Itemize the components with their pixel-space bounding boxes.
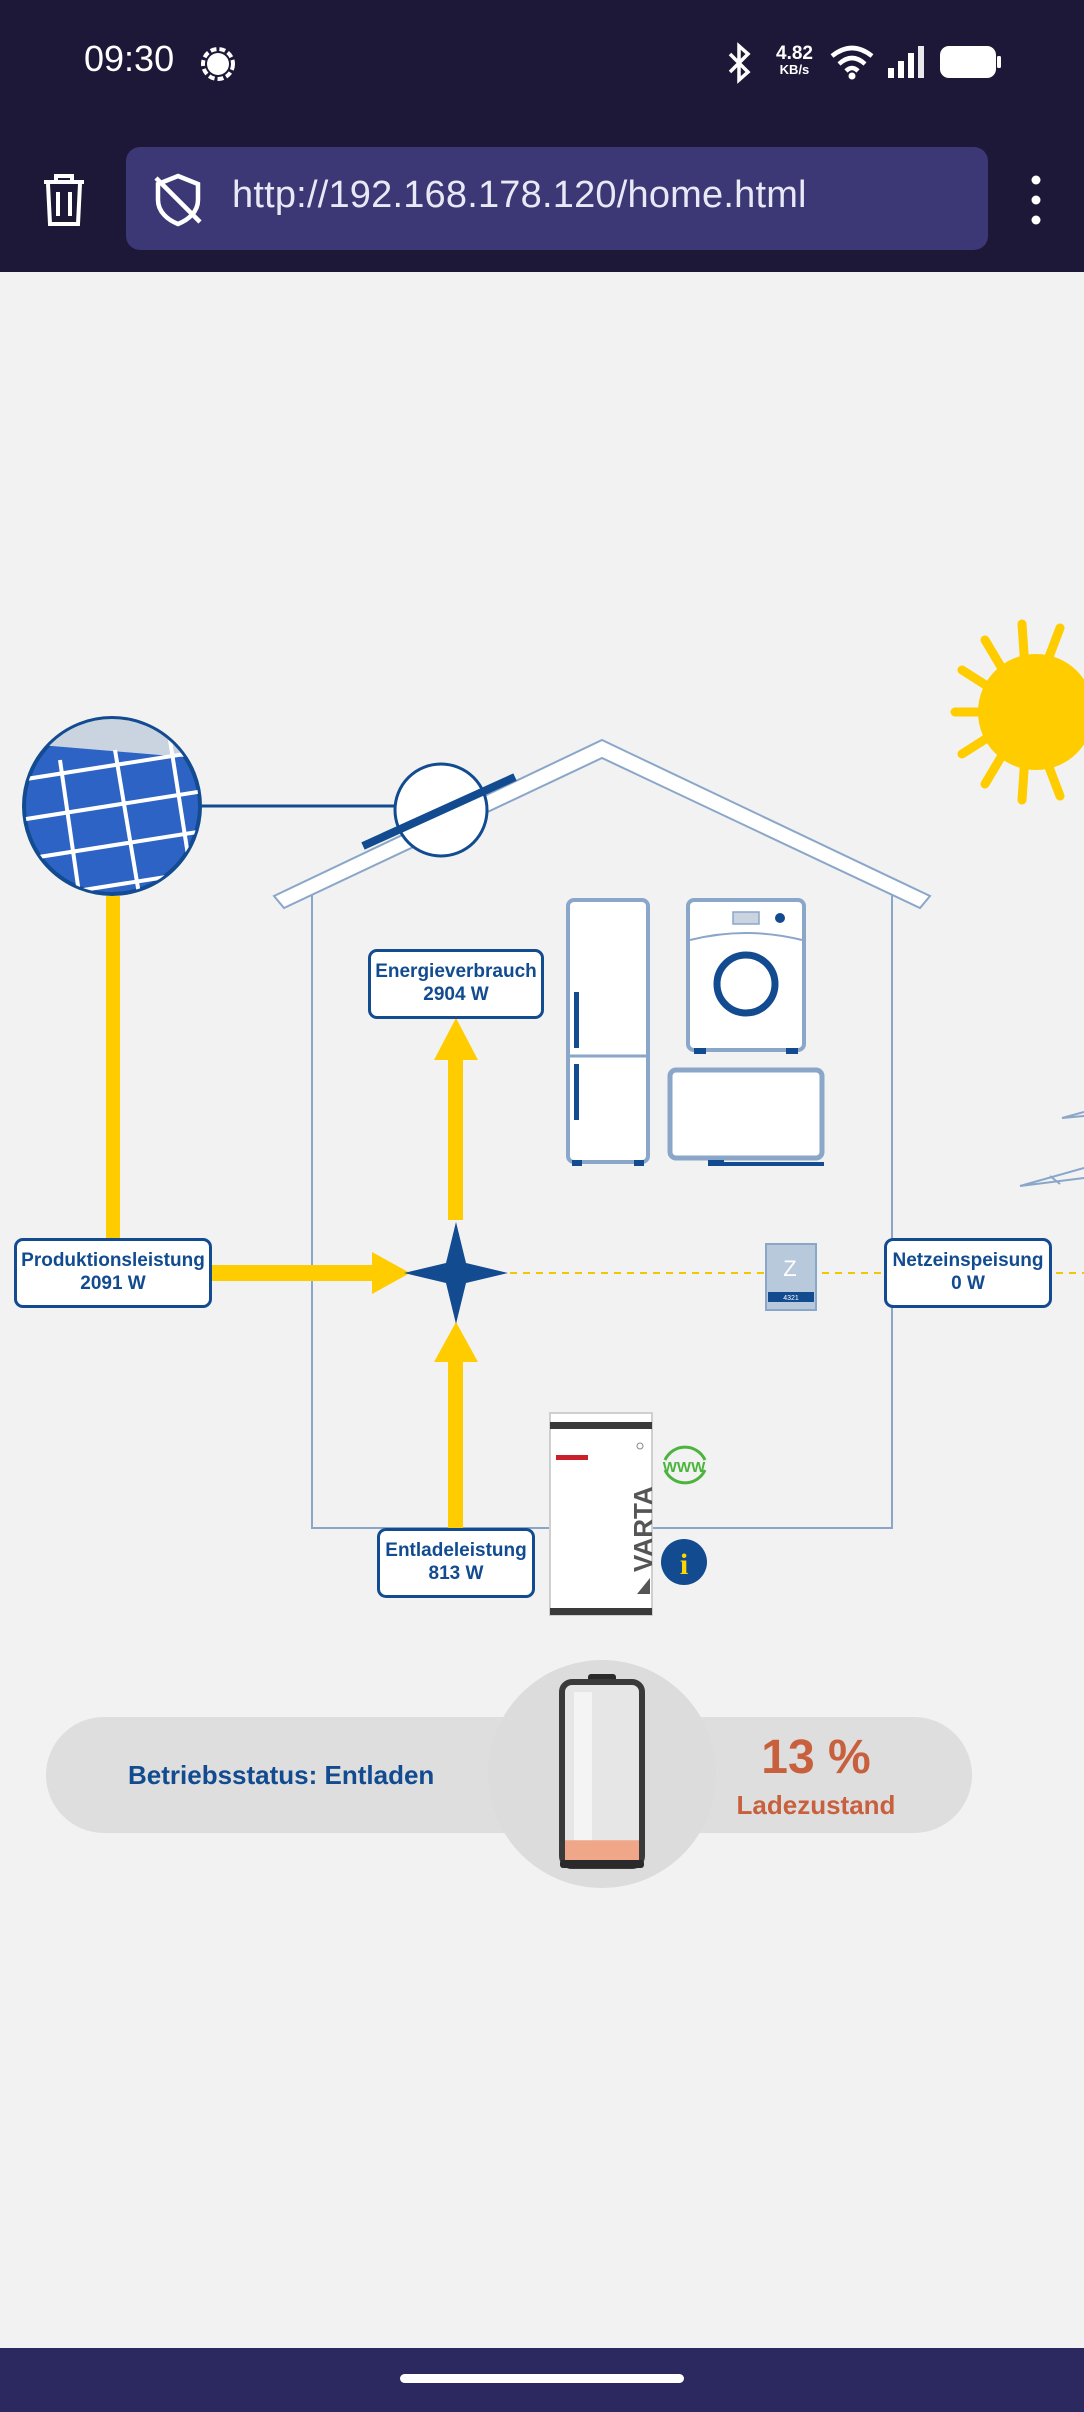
state-of-charge-value: 13 % [761, 1731, 871, 1784]
bluetooth-icon [728, 42, 751, 84]
operating-status: Betriebsstatus: Entladen [128, 1760, 435, 1790]
www-badge-text: WWW [663, 1459, 706, 1476]
info-badge[interactable]: i [661, 1539, 707, 1585]
network-speed-unit: KB/s [779, 62, 810, 77]
network-speed: 4.82 KB/s [776, 43, 813, 78]
cell-signal-icon [888, 46, 924, 78]
wifi-icon [830, 45, 874, 80]
shield-off-icon [154, 173, 202, 227]
production-value: 2091 W [80, 1273, 146, 1294]
battery-charge-fill [565, 1840, 639, 1863]
www-badge[interactable]: WWW [663, 1445, 707, 1485]
discharge-value: 813 W [428, 1563, 484, 1584]
solar-panel-icon [22, 716, 202, 896]
consumption-title: Energieverbrauch [375, 961, 537, 982]
production-label: Produktionsleistung 2091 W [14, 1238, 212, 1308]
meter-letter: Z [783, 1256, 796, 1281]
electricity-meter-icon: Z 4321 [765, 1243, 817, 1311]
more-options-icon[interactable] [1024, 174, 1048, 230]
battery-brand: VARTA [628, 1486, 658, 1572]
power-hub-icon [404, 1222, 508, 1324]
url-text[interactable]: http://192.168.178.120/home.html [232, 174, 807, 216]
discharge-label: Entladeleistung 813 W [377, 1528, 535, 1598]
washing-machine-icon [686, 898, 806, 1054]
home-gesture-handle[interactable] [400, 2374, 684, 2383]
info-icon: i [680, 1548, 688, 1581]
grid-feed-value: 0 W [951, 1273, 985, 1294]
tv-icon [667, 1067, 825, 1166]
url-field[interactable] [126, 147, 988, 250]
power-pylon-icon [1019, 1111, 1084, 1187]
inverter-icon [361, 762, 517, 858]
grid-feed-label: Netzeinspeisung 0 W [884, 1238, 1052, 1308]
clock: 09:30 [84, 38, 175, 79]
signal-messenger-icon [201, 47, 235, 81]
battery-status-icon [940, 46, 1001, 78]
battery-charge-icon [559, 1674, 645, 1869]
energy-flow-diagram: Z 4321 VARTA WWW i [22, 619, 1084, 1616]
sun-icon [950, 619, 1084, 805]
meter-code: 4321 [783, 1295, 799, 1302]
status-bar: 09:30 4.82 KB/s [0, 0, 1084, 125]
consumption-label: Energieverbrauch 2904 W [368, 949, 544, 1019]
trash-icon[interactable] [38, 172, 90, 228]
consumption-value: 2904 W [423, 984, 489, 1005]
grid-feed-title: Netzeinspeisung [892, 1250, 1044, 1271]
network-speed-value: 4.82 [776, 43, 813, 64]
discharge-title: Entladeleistung [385, 1540, 527, 1561]
production-title: Produktionsleistung [21, 1250, 205, 1271]
varta-battery-icon: VARTA [549, 1412, 658, 1616]
state-of-charge-label: Ladezustand [736, 1790, 896, 1820]
flow-arrows [106, 896, 478, 1530]
fridge-icon [566, 898, 650, 1166]
